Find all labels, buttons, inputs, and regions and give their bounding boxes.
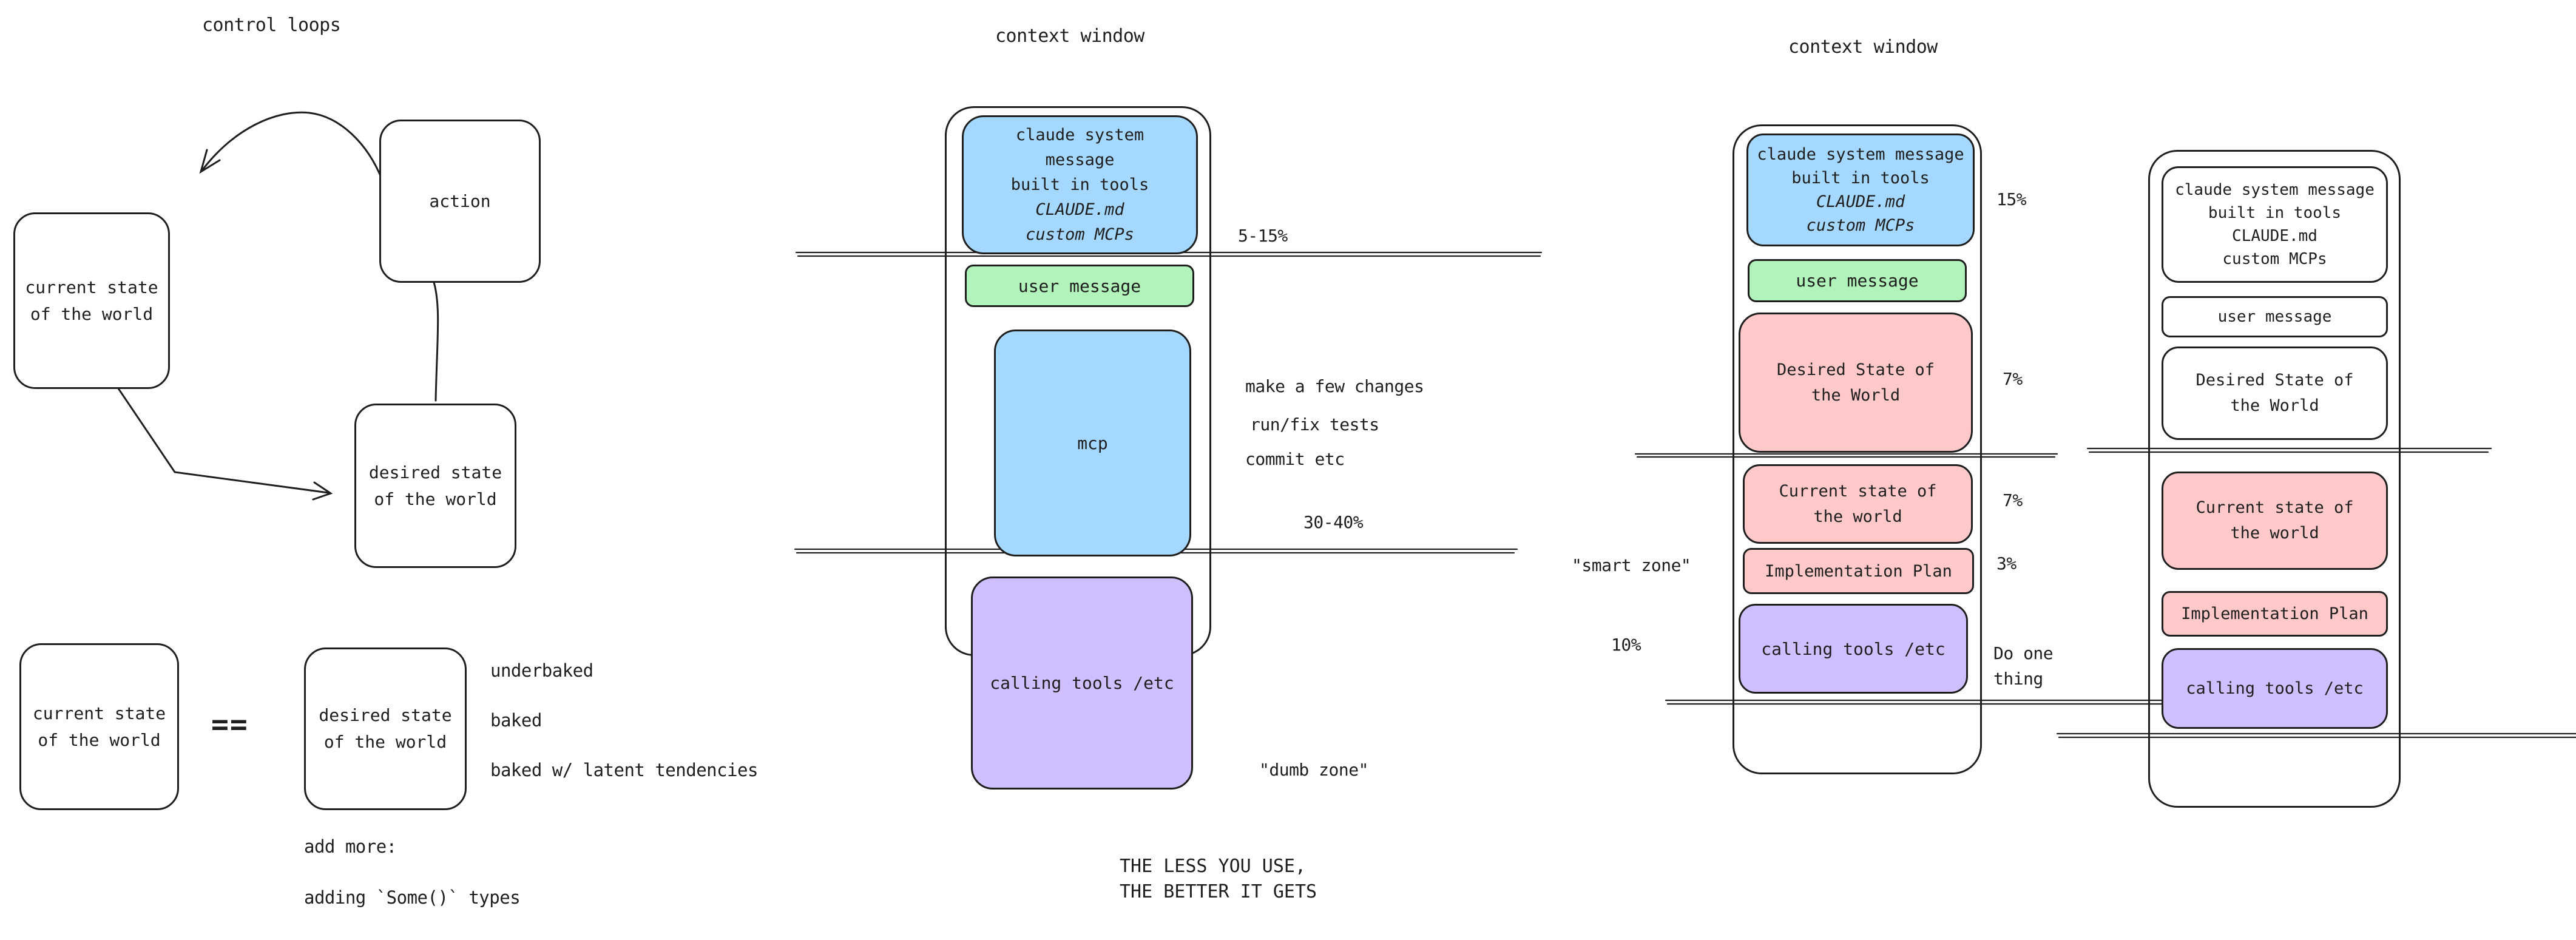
- smart-system-line3: CLAUDE.md: [1816, 192, 1905, 211]
- middle-system-line3: built in tools: [1010, 175, 1149, 194]
- equation-lhs-line2: of the world: [38, 729, 161, 750]
- note-underbaked: underbaked: [490, 660, 593, 681]
- smart-system-line1: claude system message: [1757, 145, 1964, 164]
- plain-desired-state-box[interactable]: Desired State of the World: [2162, 347, 2388, 440]
- plain-impl-plan-label: Implementation Plan: [2181, 604, 2368, 623]
- desired-state-line1: desired state: [368, 462, 502, 482]
- smart-current-state-box[interactable]: Current state of the world: [1743, 464, 1973, 544]
- smart-impl-plan-box[interactable]: Implementation Plan: [1743, 548, 1974, 594]
- middle-system-message-box[interactable]: claude system message built in tools CLA…: [962, 115, 1198, 254]
- plain-desired-line2: the World: [2230, 396, 2319, 415]
- desired-state-line2: of the world: [374, 489, 497, 509]
- plain-context-window-container[interactable]: [2148, 150, 2401, 808]
- plain-system-line3: CLAUDE.md: [2232, 227, 2317, 245]
- smart-zone-label: "smart zone": [1572, 555, 1691, 575]
- smart-system-line4: custom MCPs: [1806, 216, 1915, 235]
- middle-user-message-label: user message: [1018, 276, 1141, 296]
- middle-context-window-title: context window: [995, 25, 1144, 47]
- middle-user-message-box[interactable]: user message: [965, 265, 1194, 307]
- col1-cut-line-top: [1634, 453, 2058, 458]
- equation-lhs-line1: current state: [32, 703, 166, 723]
- mcp-box[interactable]: mcp: [994, 330, 1191, 556]
- action-box[interactable]: action: [379, 120, 541, 283]
- current-state-line2: of the world: [30, 303, 154, 324]
- smart-current-line2: the world: [1813, 507, 1902, 526]
- plain-system-line1: claude system message: [2175, 181, 2375, 199]
- plain-system-line4: custom MCPs: [2222, 250, 2327, 268]
- dumb-zone-label: "dumb zone": [1259, 760, 1368, 780]
- plain-current-line1: Current state of: [2196, 498, 2354, 517]
- middle-note-changes: make a few changes: [1245, 376, 1424, 396]
- desired-state-box[interactable]: desired state of the world: [354, 404, 516, 568]
- smart-pct-tools: 10%: [1611, 635, 1641, 655]
- middle-system-line2: message: [1045, 150, 1115, 169]
- middle-note-commit: commit etc: [1245, 449, 1345, 469]
- smart-user-message-box[interactable]: user message: [1748, 259, 1967, 302]
- plain-user-message-label: user message: [2217, 308, 2332, 326]
- right-context-window-title: context window: [1788, 36, 1938, 58]
- middle-system-line5: custom MCPs: [1026, 225, 1134, 244]
- note-baked-latent: baked w/ latent tendencies: [490, 760, 758, 780]
- middle-calling-tools-box[interactable]: calling tools /etc: [971, 577, 1193, 790]
- smart-user-message-label: user message: [1796, 271, 1919, 291]
- middle-note-tests: run/fix tests: [1250, 414, 1379, 434]
- arrowhead-to-current-state: [199, 149, 221, 174]
- caption-line1: THE LESS YOU USE,: [1120, 856, 1307, 877]
- plain-calling-tools-label: calling tools /etc: [2186, 679, 2364, 698]
- note-baked: baked: [490, 710, 542, 731]
- middle-calling-tools-label: calling tools /etc: [990, 673, 1174, 693]
- equation-rhs-box[interactable]: desired state of the world: [304, 648, 467, 810]
- plain-system-message-box[interactable]: claude system message built in tools CLA…: [2162, 166, 2388, 283]
- plain-desired-line1: Desired State of: [2196, 371, 2354, 390]
- smart-context-window-container[interactable]: [1733, 124, 1982, 774]
- plain-impl-plan-box[interactable]: Implementation Plan: [2162, 591, 2388, 637]
- col2-cut-line-top: [2086, 447, 2492, 453]
- do-one-thing-line2: thing: [1993, 669, 2043, 689]
- middle-pct-top: 5-15%: [1238, 226, 1288, 246]
- caption-line2: THE BETTER IT GETS: [1120, 881, 1317, 902]
- equality-operator: ==: [211, 708, 249, 742]
- plain-system-line2: built in tools: [2208, 204, 2342, 222]
- middle-system-line1: claude system: [1015, 126, 1144, 144]
- equation-lhs-box[interactable]: current state of the world: [19, 643, 179, 810]
- smart-desired-line2: the World: [1811, 385, 1901, 405]
- smart-pct-system: 15%: [1996, 189, 2027, 209]
- smart-impl-plan-label: Implementation Plan: [1765, 561, 1952, 581]
- plain-current-state-box[interactable]: Current state of the world: [2162, 472, 2388, 570]
- plain-current-line2: the world: [2230, 524, 2319, 543]
- smart-pct-impl: 3%: [1996, 553, 2017, 573]
- arrowhead-to-desired-state: [312, 481, 333, 501]
- add-some-types-label: adding `Some()` types: [304, 887, 521, 908]
- current-state-line1: current state: [25, 277, 158, 297]
- current-to-desired-arrow: [106, 370, 330, 494]
- action-label: action: [429, 191, 491, 211]
- smart-pct-current: 7%: [2003, 490, 2023, 510]
- smart-system-message-box[interactable]: claude system message built in tools CLA…: [1746, 134, 1975, 246]
- smart-desired-line1: Desired State of: [1776, 360, 1935, 379]
- smart-desired-state-box[interactable]: Desired State of the World: [1739, 313, 1973, 453]
- col2-cut-line-bottom: [2056, 732, 2576, 739]
- equation-rhs-line1: desired state: [319, 705, 452, 725]
- do-one-thing-line1: Do one: [1993, 643, 2054, 663]
- add-more-label: add more:: [304, 836, 397, 857]
- equation-rhs-line2: of the world: [323, 732, 447, 752]
- middle-system-line4: CLAUDE.md: [1035, 200, 1124, 219]
- control-loops-title: control loops: [202, 15, 341, 36]
- plain-calling-tools-box[interactable]: calling tools /etc: [2162, 648, 2388, 729]
- smart-calling-tools-label: calling tools /etc: [1761, 638, 1946, 659]
- middle-pct-bottom: 30-40%: [1303, 512, 1364, 532]
- mcp-label: mcp: [1077, 433, 1108, 453]
- smart-current-line1: Current state of: [1779, 481, 1937, 501]
- smart-pct-desired: 7%: [2003, 369, 2023, 389]
- smart-calling-tools-box[interactable]: calling tools /etc: [1739, 604, 1968, 694]
- col1-cut-line-bottom: [1665, 699, 2183, 705]
- smart-system-line2: built in tools: [1791, 169, 1930, 188]
- current-state-box[interactable]: current state of the world: [13, 212, 170, 389]
- plain-user-message-box[interactable]: user message: [2162, 296, 2388, 337]
